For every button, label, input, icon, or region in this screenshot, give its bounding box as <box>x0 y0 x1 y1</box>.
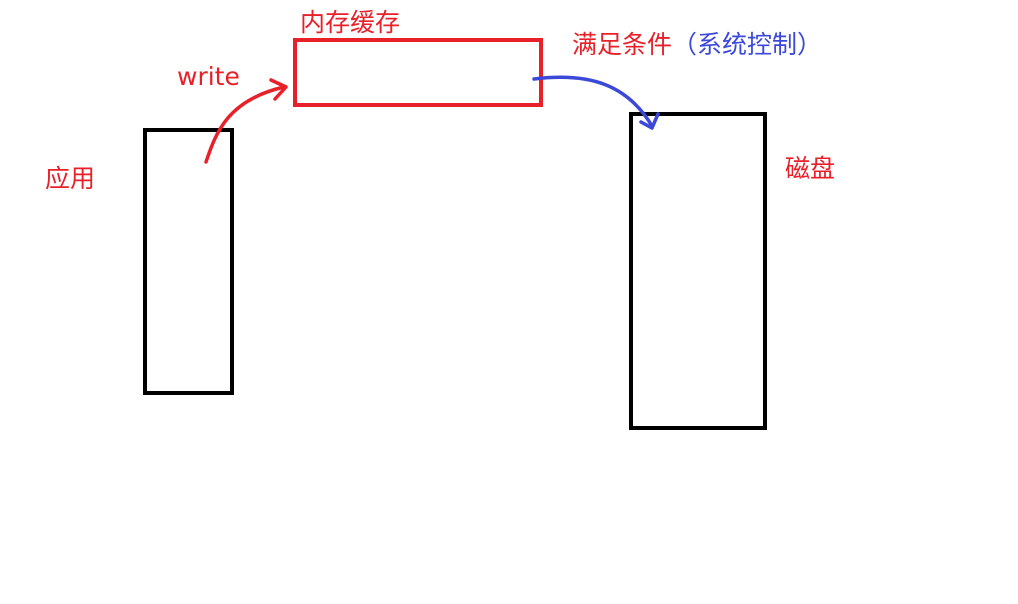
memory-cache-label: 内存缓存 <box>300 8 401 37</box>
condition-note-text: （系统控制） <box>672 30 823 59</box>
write-arrowhead <box>269 78 288 101</box>
condition-main-text: 满足条件 <box>572 30 673 59</box>
app-label: 应用 <box>45 164 96 193</box>
disk-box <box>629 112 767 430</box>
memory-cache-box <box>293 38 543 107</box>
write-label: write <box>177 62 240 91</box>
app-box <box>143 128 234 395</box>
disk-label: 磁盘 <box>785 154 836 183</box>
condition-label: 满足条件（系统控制） <box>572 30 822 60</box>
